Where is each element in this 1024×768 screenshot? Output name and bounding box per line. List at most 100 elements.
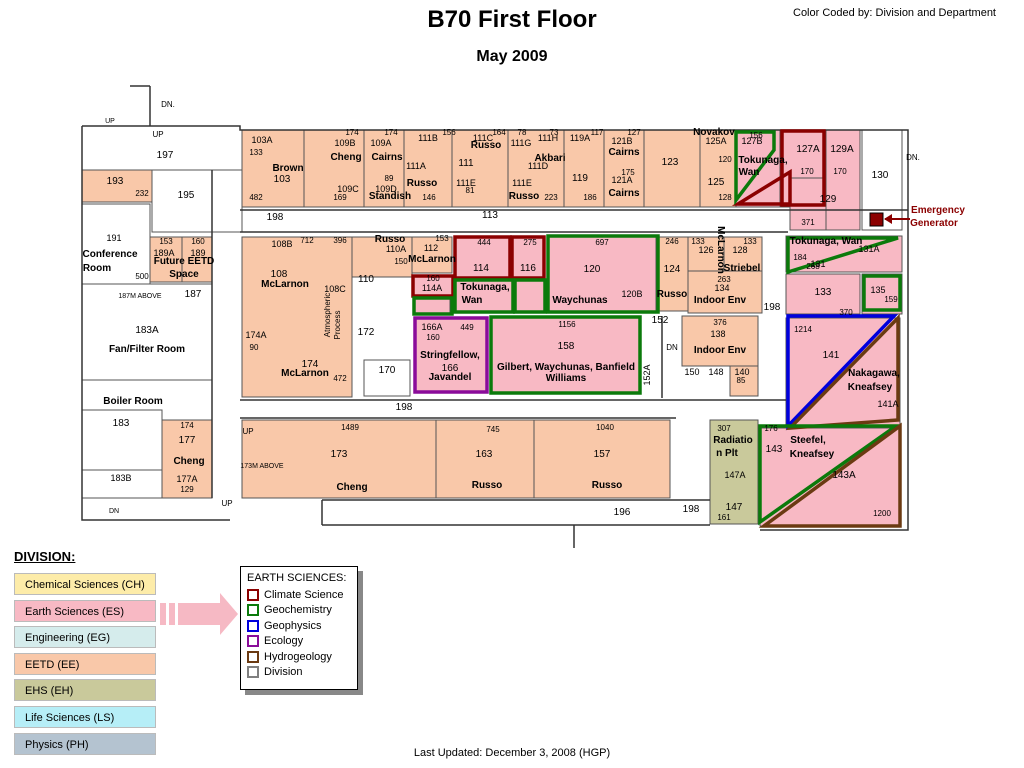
plan-label: 148 [708,367,723,377]
hydro-143-outline [758,422,902,528]
plan-label: 129 [180,485,194,494]
plan-label: 444 [477,238,491,247]
page-subtitle: May 2009 [476,48,548,65]
plan-label: 160 [191,237,205,246]
plan-label: 500 [135,272,149,281]
plan-label: 111 [458,158,474,169]
plan-label: 111D [528,161,549,171]
room-111c [507,129,565,208]
plan-label: 112 [424,243,438,253]
legend-arrow-icon [160,593,238,635]
plan-label: 109D [375,184,397,194]
plan-label: 1200 [873,509,891,518]
room-119 [563,129,605,208]
plan-label: 472 [333,374,347,383]
geochem-tokunaga-outline [453,278,515,314]
plan-label: 125A [705,136,726,146]
plan-label: 156 [749,131,763,140]
plan-label: 166A [421,322,442,332]
plan-label: DN. [161,100,175,109]
plan-label: 117 [591,128,604,137]
plan-label: 307 [717,424,731,433]
plan-label: 174 [384,128,398,137]
room-189a [149,236,183,283]
plan-label: Tokunaga, [460,282,509,293]
plan-label: Akbari [534,153,565,164]
plan-label: 103A [251,135,272,145]
plan-label: Kneafsey [790,449,835,460]
plan-label: 127B [741,136,762,146]
room-111b [451,129,509,208]
plan-label: 223 [544,193,558,202]
plan-label: Russo [472,480,503,491]
arrow-left-icon [884,214,892,224]
es-legend-item: Ecology [247,634,351,650]
climate-128-outline [731,168,792,206]
es-legend-item: Geochemistry [247,603,351,619]
plan-label: Fan/Filter Room [109,344,185,355]
plan-label: 482 [249,193,263,202]
geophys-141-outline [786,314,899,431]
plan-label: 170 [379,365,396,376]
plan-label: 110 [358,274,374,285]
plan-label: 129 [820,194,837,205]
es-legend-item: Division [247,665,351,681]
room-114a-2 [413,297,451,315]
geochem-114a-outline [412,296,454,316]
geochem-127b-outline [734,130,776,206]
plan-label: 745 [486,425,500,434]
plan-label: 449 [460,323,474,332]
plan-label: 172 [358,327,375,338]
plan-label: 198 [683,504,700,515]
plan-label: 120B [621,289,642,299]
climate-127a-outline [780,129,826,207]
plan-label: 120 [718,155,732,164]
plan-label: 275 [523,238,537,247]
plan-label: 133 [743,237,757,246]
plan-label: 78 [518,128,527,137]
room-134 [687,270,763,314]
plan-label: 371 [801,218,815,227]
plan-label: 195 [178,190,195,201]
ecology-166-outline [413,316,489,394]
plan-label: 108B [271,239,292,249]
plan-label: Kneafsey [848,382,893,393]
plan-label: UP [242,427,253,436]
plan-label: 1489 [341,423,359,432]
room-123 [643,129,701,208]
room-125 [699,129,737,208]
color-coded-note: Color Coded by: Division and Department [793,7,996,19]
plan-label: 177A [176,474,197,484]
plan-label: 176 [764,424,778,433]
plan-label: 712 [300,236,314,245]
geochem-120-outline [546,234,660,314]
plan-label: 189A [153,248,174,258]
plan-label: 163 [476,449,493,460]
plan-label: Brown [272,163,303,174]
plan-label: 119A [570,133,590,143]
plan-label: 166 [442,363,459,374]
plan-label: 135 [870,285,885,295]
division-legend-item: Engineering (EG) [14,626,156,649]
es-legend-item: Climate Science [247,587,351,603]
plan-label: 193 [107,176,124,187]
plan-label: 141A [877,399,898,409]
plan-label: 127 [627,128,641,137]
plan-label: 103 [274,174,291,185]
room-121 [603,129,645,208]
plan-label: 109B [334,138,355,148]
plan-label: 110A [386,244,406,254]
plan-label: 147A [724,470,745,480]
plan-label: Wan [462,295,483,306]
legend-swatch-icon [247,619,259,632]
plan-label: 140 [734,367,749,377]
room-183 [81,409,163,471]
plan-label: 121B [611,136,632,146]
plan-label: 127A [796,144,820,155]
plan-label: 196 [614,507,631,518]
plan-label: Steefel, [790,435,826,446]
plan-label: 138 [710,329,725,339]
geochem-158-outline [489,315,642,395]
plan-label: Javandel [429,372,472,383]
